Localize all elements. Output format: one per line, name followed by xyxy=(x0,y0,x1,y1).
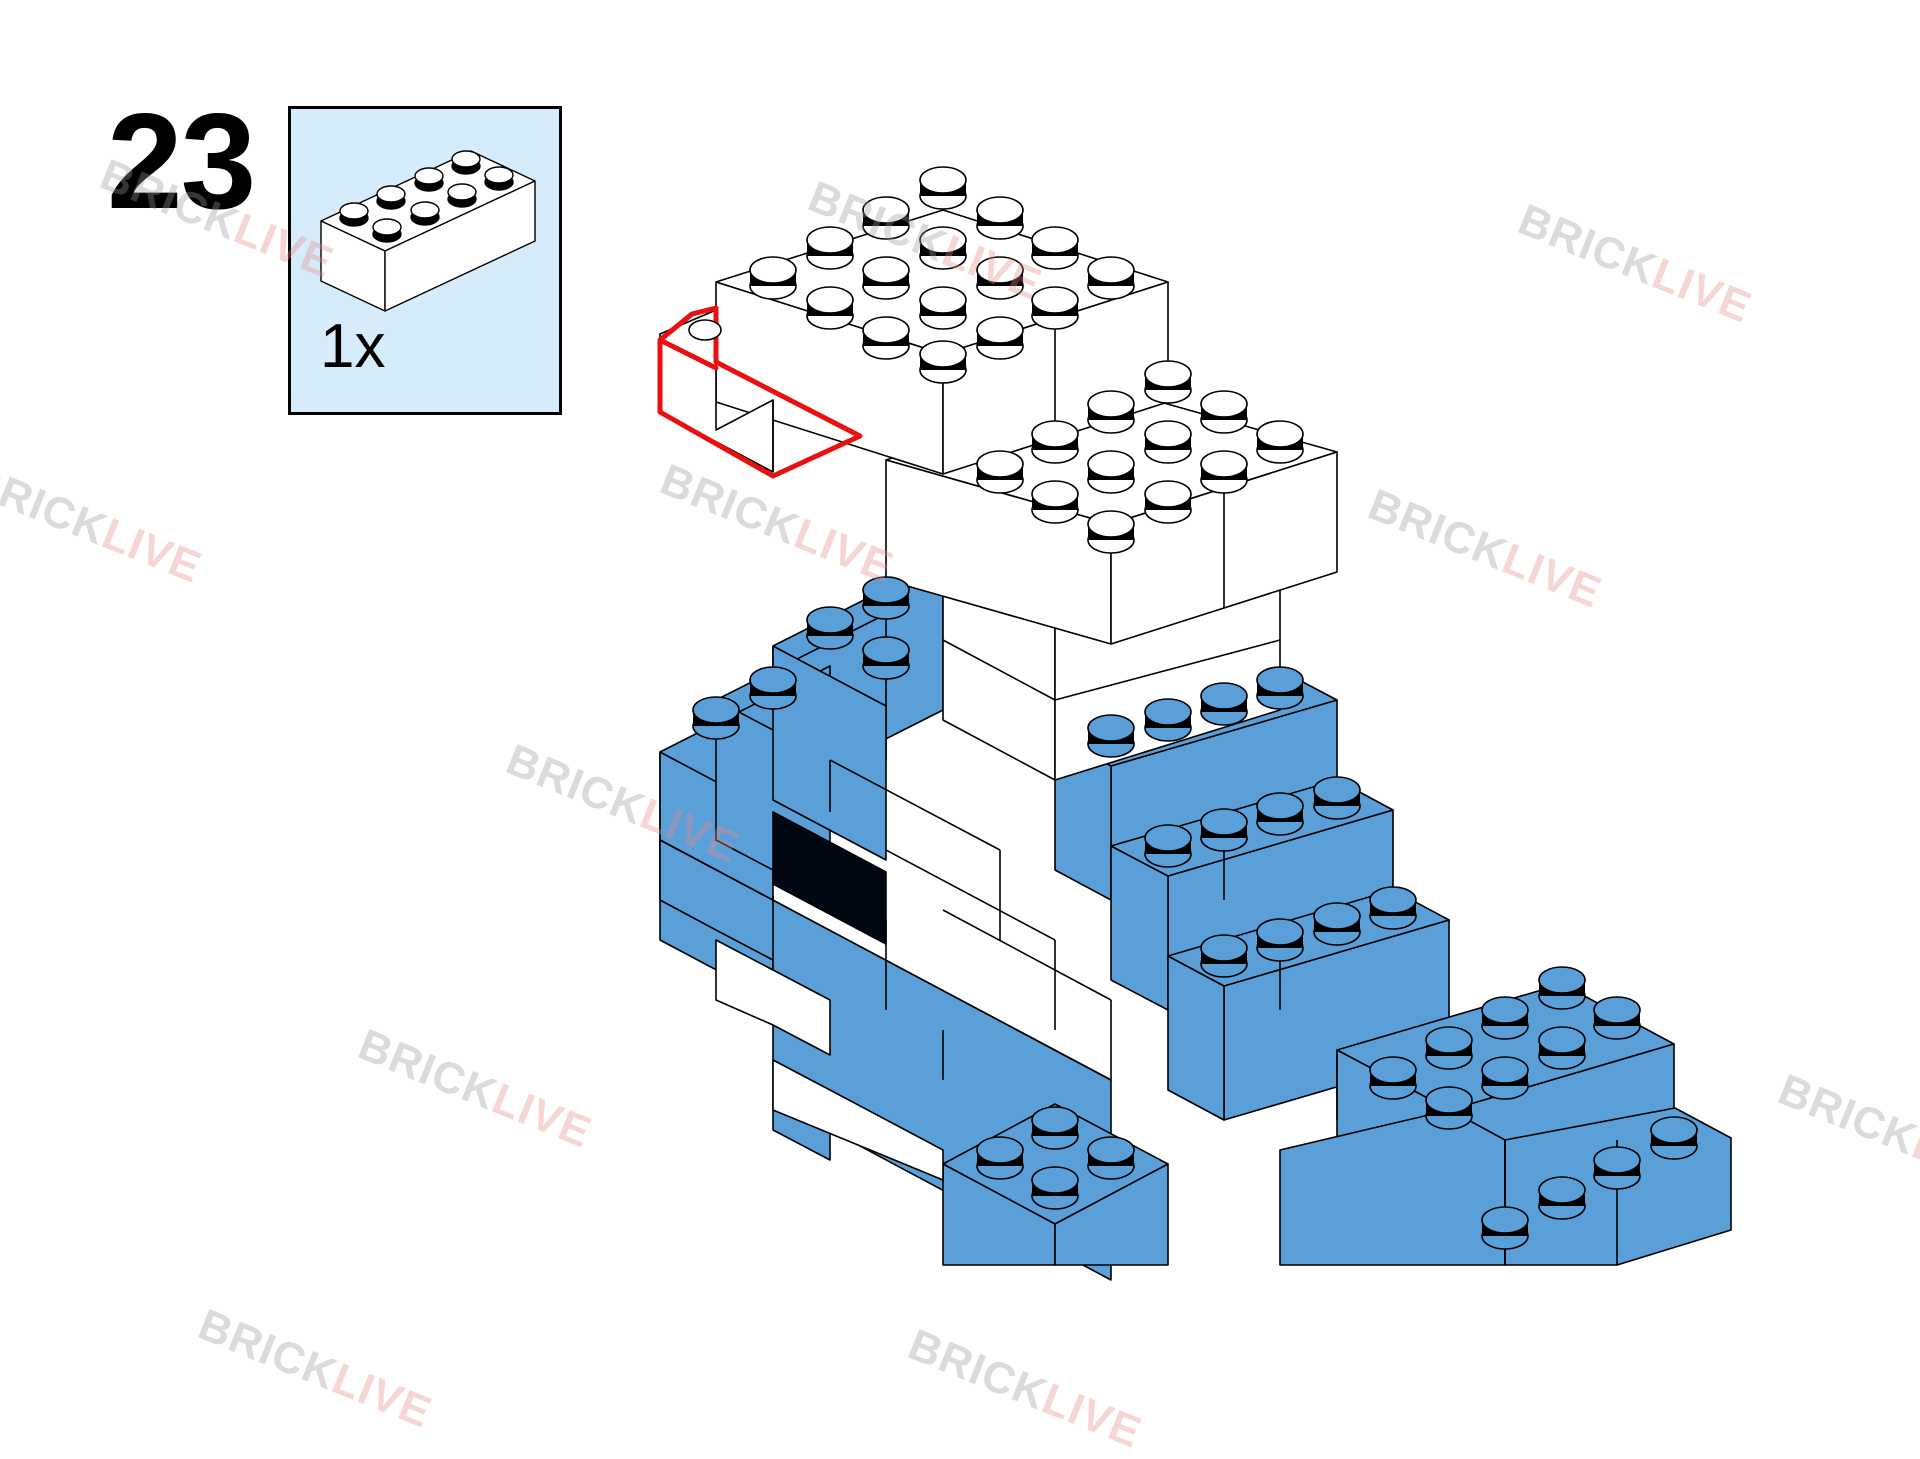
placement-highlight xyxy=(657,305,863,479)
eye-brick xyxy=(772,811,887,945)
parts-list-panel: 1x xyxy=(288,106,562,415)
part-brick-2x4-icon xyxy=(320,150,536,312)
blue-studs xyxy=(692,576,1698,1250)
part-quantity: 1x xyxy=(320,312,386,381)
studs xyxy=(749,166,1304,554)
white-chin-bricks xyxy=(715,939,944,1181)
step-number: 23 xyxy=(107,85,256,237)
build-step-illustration xyxy=(657,166,1732,1281)
